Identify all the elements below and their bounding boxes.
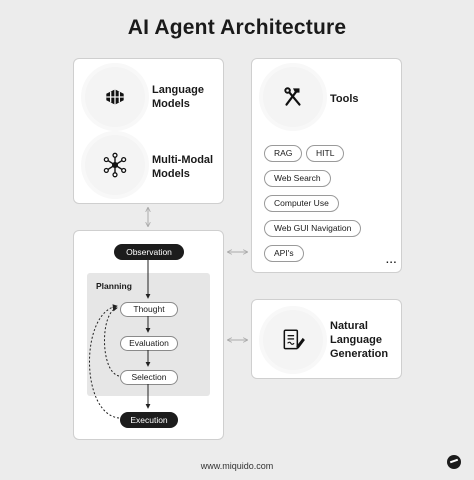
nlg-card: Natural Language Generation: [251, 299, 402, 379]
footer-url[interactable]: www.miquido.com: [200, 461, 274, 471]
evaluation-node: Evaluation: [120, 336, 178, 351]
tool-pill-hitl: HITL: [306, 145, 345, 162]
multimodal-models-label: Multi-Modal Models: [152, 154, 214, 180]
nlg-icon-circle: [263, 310, 323, 370]
logo-icon: [447, 455, 461, 469]
execution-node: Execution: [120, 412, 178, 428]
tool-pill-web-gui-navigation: Web GUI Navigation: [264, 220, 362, 237]
language-models-label: Language Models: [152, 84, 204, 110]
tools-card: Tools RAG HITL Web Search Computer Use W…: [251, 58, 402, 273]
workflow-card: Observation Planning Thought Evaluation …: [73, 230, 224, 440]
nlg-label: Natural Language Generation: [330, 320, 389, 360]
tools-icon-circle: [263, 67, 323, 127]
observation-node: Observation: [114, 244, 184, 260]
tool-pill-rag: RAG: [264, 145, 303, 162]
document-pen-icon: [283, 329, 305, 350]
planning-label: Planning: [96, 281, 132, 291]
multimodal-models-icon-circle: [85, 135, 145, 195]
models-card: Language Models Multi-Modal Models: [73, 58, 224, 204]
tools-label: Tools: [330, 93, 359, 105]
tools-icon: [284, 87, 301, 106]
tool-pill-web-search: Web Search: [264, 170, 331, 187]
more-indicator: ...: [386, 255, 398, 266]
page-title: AI Agent Architecture: [127, 16, 347, 39]
brain-icon: [106, 89, 124, 105]
tool-pill-computer-use: Computer Use: [264, 195, 339, 212]
network-icon: [103, 152, 127, 178]
selection-node: Selection: [120, 370, 178, 385]
tool-pill-apis: API's: [264, 245, 304, 262]
thought-node: Thought: [120, 302, 178, 317]
language-models-icon-circle: [85, 67, 145, 127]
